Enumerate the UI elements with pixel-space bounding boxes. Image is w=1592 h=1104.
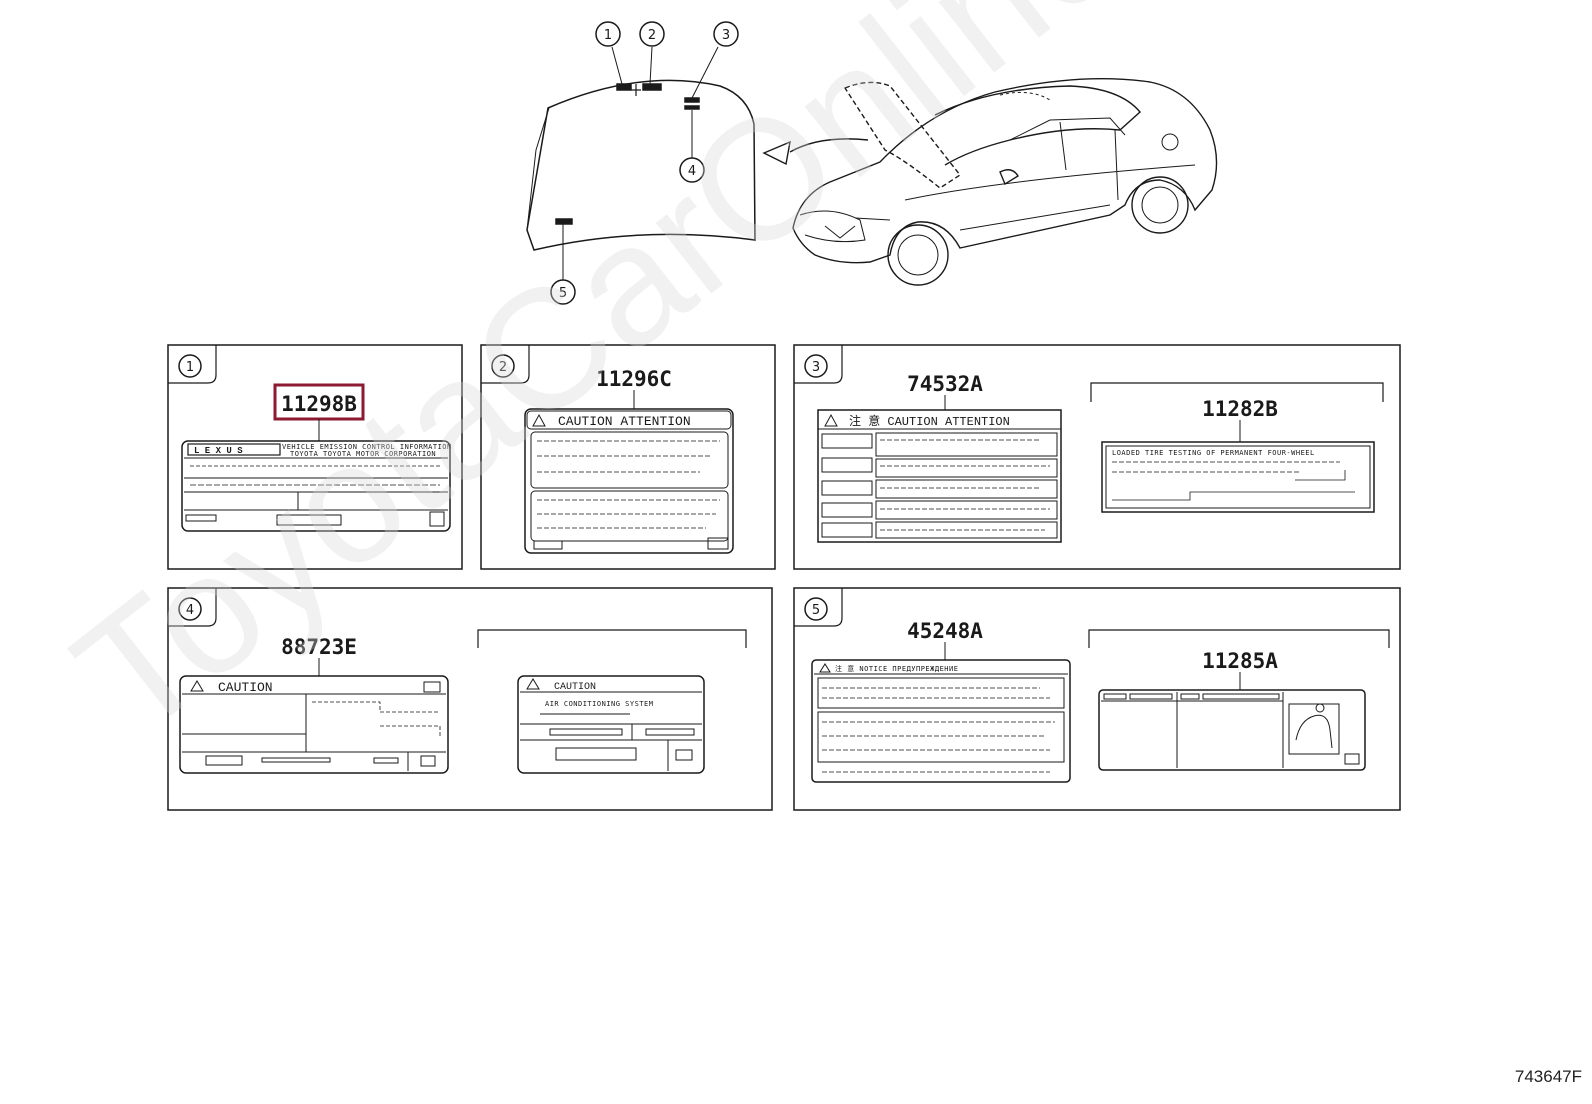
callout-leaders (562, 46, 719, 280)
svg-text:88723E: 88723E (281, 635, 357, 659)
part-11298B[interactable]: 11298B (273, 383, 365, 421)
label-74532A-drawing: 注 意 CAUTION ATTENTION (817, 409, 1062, 543)
svg-text:11285A: 11285A (1202, 649, 1278, 673)
car-drawing (762, 77, 1218, 286)
label-ac-system-drawing[interactable]: CAUTION AIR CONDITIONING SYSTEM (517, 675, 705, 774)
label-88723E-drawing: CAUTION (179, 675, 449, 774)
svg-text:11298B: 11298B (281, 392, 357, 416)
callout-4[interactable]: 4 (679, 157, 705, 183)
svg-text:注 意 NOTICE ПРЕДУПРЕЖДЕНИЕ: 注 意 NOTICE ПРЕДУПРЕЖДЕНИЕ (835, 664, 958, 673)
svg-text:3: 3 (722, 28, 730, 43)
panel-1: 1 11298B L E X U S VEHICLE EMISSION CONT… (167, 344, 463, 570)
part-11285A[interactable]: 11285A (1202, 649, 1278, 673)
svg-text:45248A: 45248A (907, 619, 983, 643)
label-11282B-drawing: LOADED TIRE TESTING OF PERMANENT FOUR-WH… (1101, 441, 1375, 513)
svg-text:CAUTION: CAUTION (218, 680, 273, 695)
label-11296C-drawing: CAUTION ATTENTION (524, 408, 734, 554)
part-45248A[interactable]: 45248A (907, 619, 983, 643)
svg-text:TOYOTA TOYOTA MOTOR CORPORATI: TOYOTA TOYOTA MOTOR CORPORATION (290, 450, 436, 458)
callout-5[interactable]: 5 (550, 279, 576, 305)
svg-text:4: 4 (688, 164, 696, 179)
callout-1[interactable]: 1 (595, 21, 621, 47)
callout-2[interactable]: 2 (639, 21, 665, 47)
svg-text:2: 2 (648, 28, 656, 43)
panel-1-number: 1 (186, 360, 194, 375)
part-11282B[interactable]: 11282B (1202, 397, 1278, 421)
panel-4-number: 4 (186, 603, 194, 618)
panel-4: 4 88723E CAUTION CAUTION (167, 587, 773, 811)
panel-2-number: 2 (499, 360, 507, 375)
svg-text:74532A: 74532A (907, 372, 983, 396)
part-74532A[interactable]: 74532A (907, 372, 983, 396)
svg-text:L E X U S: L E X U S (194, 446, 243, 456)
label-45248A-drawing: 注 意 NOTICE ПРЕДУПРЕЖДЕНИЕ (811, 659, 1071, 783)
svg-text:AIR CONDITIONING SYSTEM: AIR CONDITIONING SYSTEM (545, 700, 653, 708)
svg-text:LOADED TIRE TESTING OF PERMANE: LOADED TIRE TESTING OF PERMANENT FOUR-WH… (1112, 449, 1315, 457)
panel-5: 5 45248A 注 意 NOTICE ПРЕДУПРЕЖДЕНИЕ 11285… (793, 587, 1401, 811)
part-11296C[interactable]: 11296C (596, 367, 672, 391)
hood-drawing (526, 79, 756, 251)
part-88723E[interactable]: 88723E (281, 635, 357, 659)
svg-text:CAUTION ATTENTION: CAUTION ATTENTION (558, 414, 691, 429)
svg-text:VEHICLE EMISSION CONTROL INFOR: VEHICLE EMISSION CONTROL INFORMATION (282, 443, 452, 451)
panel-5-number: 5 (812, 603, 820, 618)
svg-text:1: 1 (604, 28, 612, 43)
callout-3[interactable]: 3 (713, 21, 739, 47)
svg-text:CAUTION: CAUTION (554, 682, 596, 693)
svg-text:11282B: 11282B (1202, 397, 1278, 421)
label-11285A-drawing (1098, 689, 1366, 771)
panel-2: 2 11296C CAUTION ATTENTION (480, 344, 776, 570)
svg-text:5: 5 (559, 286, 567, 301)
svg-text:11296C: 11296C (596, 367, 672, 391)
label-11298B-drawing: L E X U S VEHICLE EMISSION CONTROL INFOR… (181, 440, 452, 532)
panel-3: 3 74532A 注 意 CAUTION ATTENTION (793, 344, 1401, 570)
svg-text:注 意 CAUTION ATTENTION: 注 意 CAUTION ATTENTION (849, 413, 1010, 429)
diagram-reference-code: 743647F (1514, 1067, 1582, 1086)
panel-3-number: 3 (812, 360, 820, 375)
